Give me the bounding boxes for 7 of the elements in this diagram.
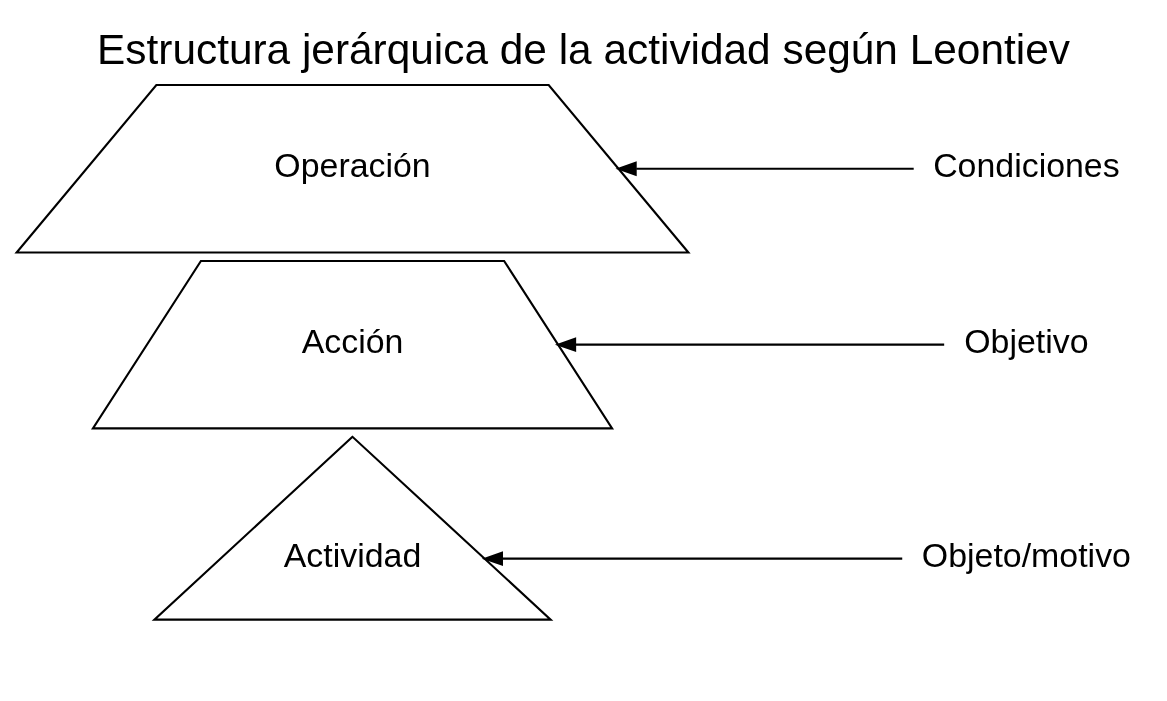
arrow (481, 550, 903, 566)
node-text: Condiciones (933, 145, 1120, 184)
diagram-title: Estructura jerárquica de la actividad según Leontiev (97, 25, 1070, 73)
node-text: Objeto/motivo (921, 535, 1131, 574)
node-text: Objetivo (964, 321, 1089, 360)
arrow (554, 336, 945, 352)
arrow (615, 160, 914, 176)
